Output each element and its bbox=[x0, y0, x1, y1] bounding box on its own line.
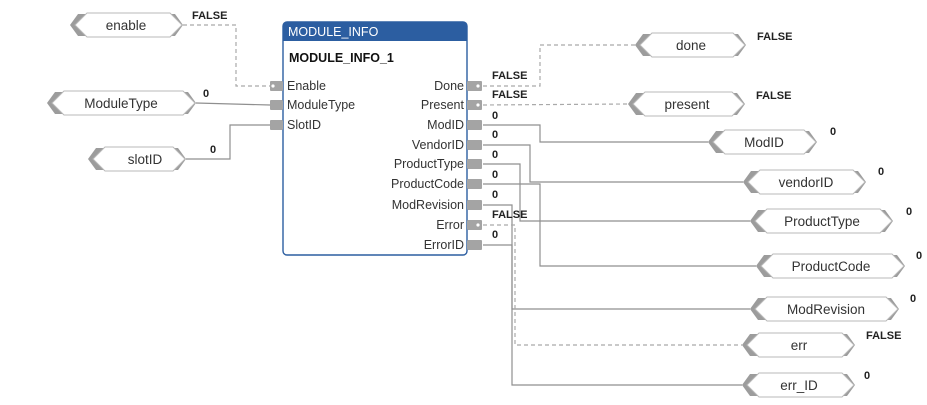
output-var-present[interactable]: present FALSE bbox=[628, 90, 791, 117]
var-value: 0 bbox=[203, 88, 209, 100]
output-pin-error[interactable]: Error bbox=[436, 218, 482, 232]
pin-value-productcode: 0 bbox=[492, 169, 498, 181]
var-name: ModuleType bbox=[84, 96, 158, 111]
wire-vendorid[interactable] bbox=[483, 144, 743, 183]
var-value: FALSE bbox=[757, 31, 792, 43]
var-name: ProductType bbox=[784, 214, 860, 229]
var-name: present bbox=[664, 97, 709, 112]
pin-label: SlotID bbox=[287, 118, 321, 132]
output-var-done[interactable]: done FALSE bbox=[635, 31, 792, 58]
var-value: FALSE bbox=[192, 10, 227, 22]
wire-errorid[interactable] bbox=[483, 244, 742, 386]
var-name: ModRevision bbox=[787, 302, 865, 317]
wire-present[interactable] bbox=[482, 103, 629, 106]
pin-label: Present bbox=[421, 98, 465, 112]
var-value: 0 bbox=[864, 370, 870, 382]
pin-label: ModID bbox=[427, 118, 464, 132]
input-pin-enable[interactable]: Enable bbox=[270, 79, 326, 93]
output-pin-modid[interactable]: ModID bbox=[427, 118, 482, 132]
var-value: FALSE bbox=[756, 90, 791, 102]
wire-productcode[interactable] bbox=[483, 183, 756, 267]
wire-done[interactable] bbox=[483, 44, 635, 87]
var-value: 0 bbox=[830, 126, 836, 138]
output-var-producttype[interactable]: ProductType 0 bbox=[750, 206, 912, 234]
pin-label: ModRevision bbox=[392, 198, 464, 212]
var-value: 0 bbox=[906, 206, 912, 218]
wire-enable[interactable] bbox=[183, 24, 270, 87]
input-var-moduletype[interactable]: ModuleType 0 bbox=[47, 88, 209, 116]
input-var-enable[interactable]: enable FALSE bbox=[70, 10, 227, 38]
var-name: err_ID bbox=[780, 378, 818, 393]
pin-label: ErrorID bbox=[424, 238, 464, 252]
pin-value-vendorid: 0 bbox=[492, 129, 498, 141]
pin-value-errorid: 0 bbox=[492, 229, 498, 241]
var-value: 0 bbox=[916, 250, 922, 262]
output-pin-producttype[interactable]: ProductType bbox=[394, 157, 482, 171]
pin-label: Enable bbox=[287, 79, 326, 93]
output-pin-present[interactable]: Present bbox=[421, 98, 482, 112]
wire-producttype[interactable] bbox=[483, 163, 750, 222]
output-var-err[interactable]: err FALSE bbox=[742, 330, 901, 358]
pin-label: ModuleType bbox=[287, 98, 355, 112]
wire-moduletype[interactable] bbox=[195, 102, 271, 106]
pin-label: Done bbox=[434, 79, 464, 93]
var-name: slotID bbox=[128, 152, 163, 167]
pin-label: Error bbox=[436, 218, 464, 232]
wire-slotid[interactable] bbox=[186, 124, 270, 160]
output-pin-errorid[interactable]: ErrorID bbox=[424, 238, 482, 252]
pin-label: VendorID bbox=[412, 138, 464, 152]
var-name: ModID bbox=[744, 135, 784, 150]
output-pin-done[interactable]: Done bbox=[434, 79, 482, 93]
block-type-label: MODULE_INFO bbox=[288, 25, 379, 39]
output-pin-values: FALSE FALSE 0 0 0 0 0 FALSE 0 bbox=[492, 70, 527, 241]
input-pin-slotid[interactable]: SlotID bbox=[270, 118, 321, 132]
pin-value-modid: 0 bbox=[492, 110, 498, 122]
pin-value-modrevision: 0 bbox=[492, 189, 498, 201]
var-value: 0 bbox=[910, 293, 916, 305]
output-pin-modrevision[interactable]: ModRevision bbox=[392, 198, 482, 212]
wire-modid[interactable] bbox=[483, 124, 708, 143]
output-var-modrevision[interactable]: ModRevision 0 bbox=[750, 293, 916, 322]
pin-label: ProductType bbox=[394, 157, 464, 171]
pin-value-producttype: 0 bbox=[492, 149, 498, 161]
pin-value-error: FALSE bbox=[492, 209, 527, 221]
output-var-productcode[interactable]: ProductCode 0 bbox=[756, 250, 922, 279]
input-pin-moduletype[interactable]: ModuleType bbox=[270, 98, 355, 112]
wires bbox=[183, 24, 756, 386]
var-name: done bbox=[676, 38, 706, 53]
var-value: 0 bbox=[210, 144, 216, 156]
var-value: 0 bbox=[878, 166, 884, 178]
pin-value-done: FALSE bbox=[492, 70, 527, 82]
pin-value-present: FALSE bbox=[492, 89, 527, 101]
var-name: vendorID bbox=[779, 175, 834, 190]
output-var-vendorid[interactable]: vendorID 0 bbox=[743, 166, 884, 195]
output-var-err-id[interactable]: err_ID 0 bbox=[742, 370, 870, 398]
var-name: err bbox=[791, 338, 808, 353]
function-block-module-info[interactable]: MODULE_INFO MODULE_INFO_1 Enable ModuleT… bbox=[270, 21, 482, 256]
var-name: ProductCode bbox=[792, 259, 871, 274]
input-var-slotid[interactable]: slotID 0 bbox=[88, 144, 216, 172]
output-var-modid[interactable]: ModID 0 bbox=[708, 126, 836, 155]
var-name: enable bbox=[106, 18, 147, 33]
output-pin-vendorid[interactable]: VendorID bbox=[412, 138, 482, 152]
block-instance-name: MODULE_INFO_1 bbox=[289, 51, 394, 65]
pin-label: ProductCode bbox=[391, 177, 464, 191]
output-pin-productcode[interactable]: ProductCode bbox=[391, 177, 482, 191]
wire-error[interactable] bbox=[483, 224, 742, 346]
var-value: FALSE bbox=[866, 330, 901, 342]
